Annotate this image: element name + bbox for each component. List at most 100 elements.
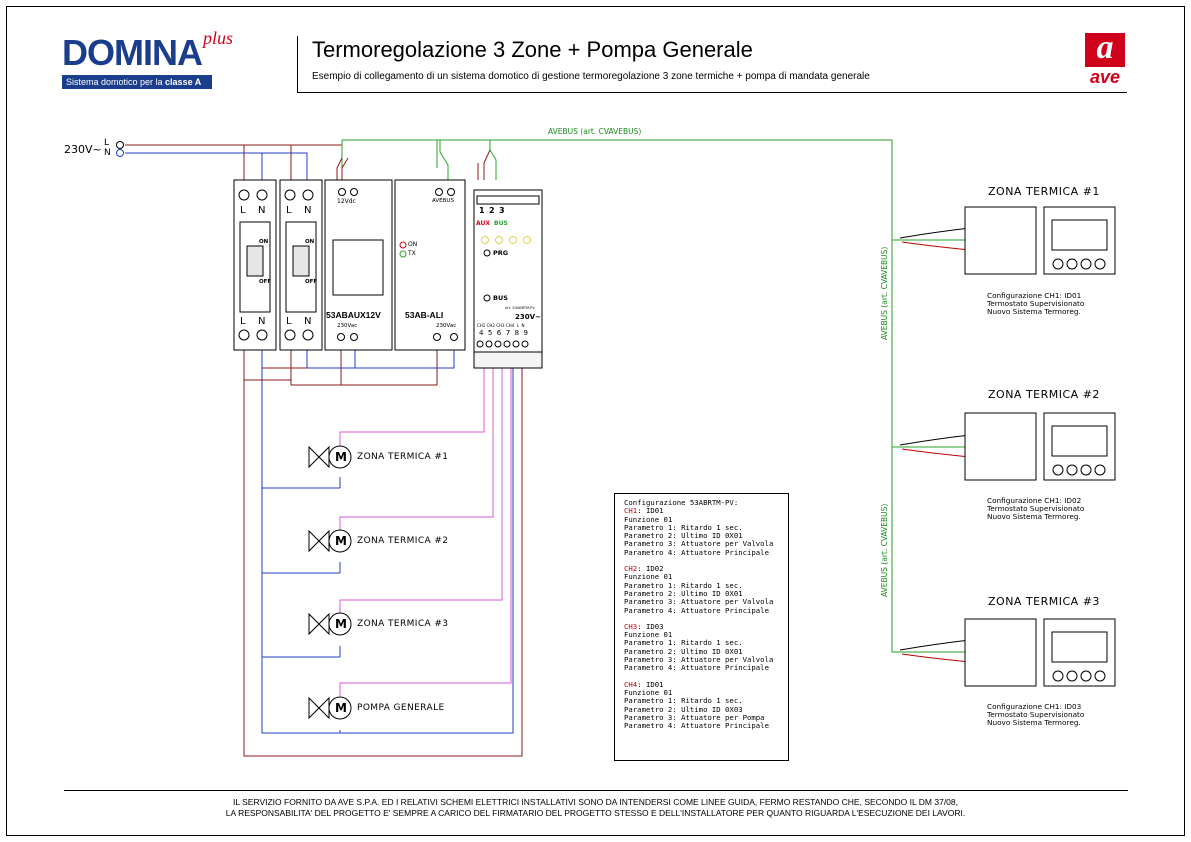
zone1-display [1051, 219, 1108, 251]
config-title: Configurazione 53ABRTM-PV: [624, 498, 739, 507]
drawing-frame [6, 6, 1185, 836]
supply-n-label: N [104, 148, 111, 158]
phase-line [125, 144, 343, 168]
led-tx-icon [399, 250, 407, 258]
neutral-return [261, 350, 514, 734]
config-box: Configurazione 53ABRTM-PV: CH1: ID01 Fun… [614, 493, 789, 761]
brand-name: DOMINA [62, 32, 203, 73]
page-subtitle: Esempio di collegamento di un sistema do… [312, 71, 870, 82]
led-icon [509, 236, 517, 244]
rtm-channels: CH1 CH2 CH3 CH4 L N [477, 323, 525, 328]
prg-button-icon [483, 249, 491, 257]
bus-button-icon [483, 294, 491, 302]
valve-icon [308, 445, 330, 469]
valve-icon [308, 696, 330, 720]
rtm-busbtn-label: BUS [493, 294, 508, 302]
screw-icon [447, 188, 455, 196]
signal-ch4 [339, 352, 512, 696]
avebus-label-v1: AVEBUS (art. CVAVEBUS) [880, 246, 889, 340]
zone1-actuator [964, 206, 1037, 275]
signal-ch3 [339, 352, 503, 614]
page-title: Termoregolazione 3 Zone + Pompa Generale [312, 37, 753, 62]
footer-rule [64, 790, 1128, 791]
zone1-title: ZONA TERMICA #1 [988, 185, 1100, 198]
module-ali-body [394, 179, 466, 351]
neutral-feed-modules [306, 350, 455, 369]
screw-icon [435, 188, 443, 196]
screw-icon [284, 329, 296, 341]
motor-icon [328, 529, 352, 553]
zone3-display [1051, 631, 1108, 663]
motor3-symbol: M [335, 617, 347, 631]
ave-logo-word: ave [1089, 67, 1121, 87]
aux-top-label: 12Vdc [337, 198, 356, 205]
valve-icon [308, 612, 330, 636]
zone2-display [1051, 425, 1108, 457]
breaker1-n-bottom: N [258, 316, 266, 327]
breaker2-off: OFF [305, 279, 318, 285]
led-on-icon [399, 241, 407, 249]
screw-icon [337, 333, 345, 341]
rtm-bottom-terminals [473, 351, 543, 369]
breaker1-off: OFF [259, 279, 272, 285]
avebus-line [341, 139, 970, 653]
screw-icon [284, 189, 296, 201]
ave-logo: a ave [1083, 31, 1128, 91]
breaker2-l-bottom: L [286, 316, 292, 327]
config-ch3: CH3: ID03 Funzione 01 Parametro 1: Ritar… [624, 621, 774, 673]
breaker-2-lever [292, 245, 310, 277]
screw-icon [350, 188, 358, 196]
aux-module-name: 53ABAUX12V [326, 310, 381, 320]
screw-icon [485, 340, 493, 348]
screw-icon [433, 333, 441, 341]
aux-supply-drop [336, 157, 349, 180]
rtm-numbers: 4 5 6 7 8 9 [479, 329, 528, 337]
domina-plus-logo: DOMINA plus Sistema domotico per la clas… [60, 28, 233, 90]
zone2-title: ZONA TERMICA #2 [988, 388, 1100, 401]
zone2-wire-black [899, 434, 971, 446]
avebus-zone-taps [892, 239, 970, 448]
valve-icon [308, 529, 330, 553]
breaker-1-lever [246, 245, 264, 277]
thermostat-button-icon [1094, 258, 1106, 270]
screw-icon [302, 329, 314, 341]
phase-return [243, 350, 523, 757]
screw-icon [238, 329, 250, 341]
motor-neutrals [262, 487, 340, 658]
config-ch2: CH2: ID02 Funzione 01 Parametro 1: Ritar… [624, 564, 774, 615]
rtm-art-label: Art. 53ABRTM-PV [505, 306, 535, 310]
zone1-config: Configurazione CH1: ID01 Termostato Supe… [987, 291, 1085, 316]
zone2-wire-red [901, 448, 971, 458]
ali-module-name: 53AB-ALI [405, 310, 444, 320]
terminal-n [116, 149, 124, 157]
rtm-term3: 3 [499, 206, 505, 215]
thermostat-button-icon [1052, 258, 1064, 270]
rtm-top-strip [476, 195, 540, 205]
motor4-label: POMPA GENERALE [357, 703, 445, 713]
breaker1-l-bottom: L [240, 316, 246, 327]
breaker1-n: N [258, 205, 266, 216]
rtm-term2: 2 [489, 206, 495, 215]
rtm-voltage: 230V~ [515, 313, 541, 321]
zone3-config: Configurazione CH1: ID03 Termostato Supe… [987, 702, 1085, 727]
neutral-line [125, 152, 308, 180]
ali-bottom-label: 230Vac [436, 323, 457, 329]
breaker2-l: L [286, 205, 292, 216]
thermostat-button-icon [1094, 670, 1106, 682]
zone2-config: Configurazione CH1: ID02 Termostato Supe… [987, 496, 1085, 521]
thermostat-button-icon [1094, 464, 1106, 476]
screw-icon [256, 329, 268, 341]
zone3-actuator [964, 618, 1037, 687]
screw-icon [256, 189, 268, 201]
footer-disclaimer: IL SERVIZIO FORNITO DA AVE S.P.A. ED I R… [225, 797, 966, 818]
aux-bottom-label: 230Vac [337, 323, 358, 329]
supply-l-label: L [104, 138, 110, 148]
zone1-wire-red [901, 241, 971, 251]
motor1-symbol: M [335, 450, 347, 464]
rtm-term1: 1 [479, 206, 485, 215]
breaker1-l: L [240, 205, 246, 216]
breaker2-on: ON [305, 239, 315, 245]
aux-window [332, 239, 384, 296]
ali-tx-label: TX [408, 250, 416, 257]
motor4-symbol: M [335, 701, 347, 715]
